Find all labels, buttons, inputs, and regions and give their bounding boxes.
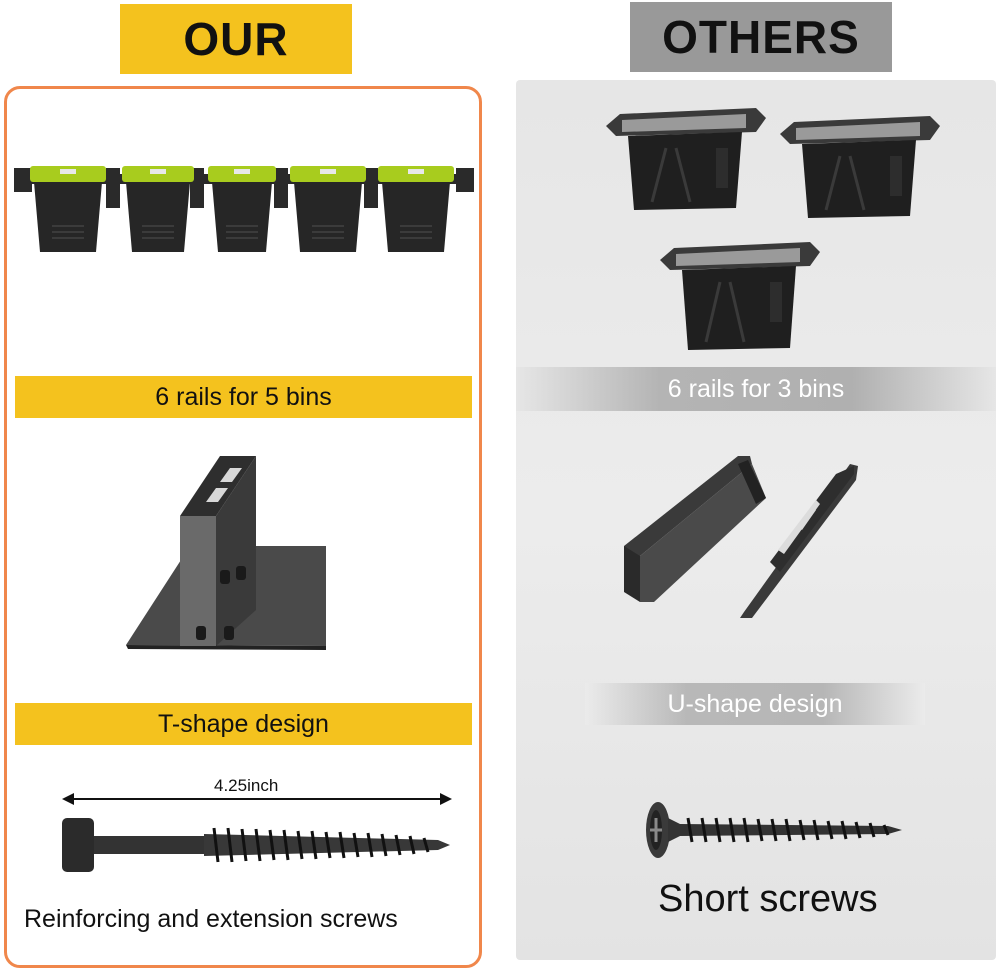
our-screw-label: Reinforcing and extension screws: [24, 905, 398, 933]
others-bins-label: 6 rails for 3 bins: [516, 367, 996, 411]
five-bins-image: [14, 166, 474, 252]
others-screw-label: Short screws: [658, 878, 878, 920]
t-shape-rail-image: [126, 456, 326, 650]
others-design-label: U-shape design: [585, 683, 925, 725]
measure-label: 4.25inch: [214, 776, 279, 795]
others-header: OTHERS: [630, 2, 892, 72]
others-panel: [516, 80, 996, 960]
short-screw-image: [646, 802, 902, 858]
our-bins-label: 6 rails for 5 bins: [15, 376, 472, 418]
our-design-label: T-shape design: [15, 703, 472, 745]
three-bins-image: [606, 108, 940, 350]
our-header: OUR: [120, 4, 352, 74]
measure-arrow: [62, 793, 452, 805]
u-shape-rail-image: [624, 456, 858, 618]
long-screw-image: [62, 818, 450, 872]
